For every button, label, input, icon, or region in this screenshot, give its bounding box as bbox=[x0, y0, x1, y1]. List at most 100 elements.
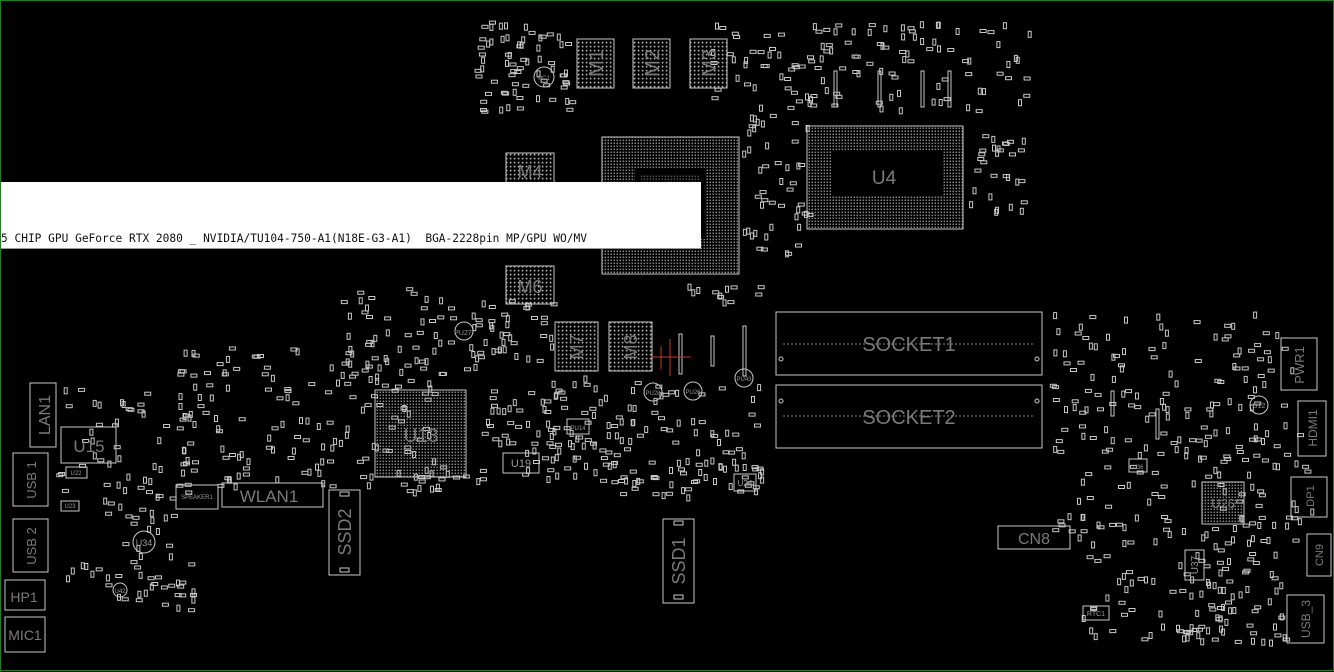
ram-socket-1[interactable]: SOCKET1 bbox=[775, 311, 1043, 376]
svg-text:U12: U12 bbox=[1253, 403, 1266, 410]
lan-connector[interactable]: LAN1 bbox=[29, 382, 57, 448]
chip-u12[interactable]: U12 bbox=[1249, 395, 1269, 415]
smd-pad bbox=[1274, 587, 1279, 595]
chip-u23[interactable]: U23 bbox=[60, 500, 80, 512]
svg-text:MIC1: MIC1 bbox=[8, 627, 42, 643]
smd-pad bbox=[1273, 444, 1281, 449]
chip-pu43[interactable]: PU43 bbox=[734, 368, 754, 388]
memory-chip-m3[interactable]: M3 bbox=[689, 38, 728, 89]
connector-cn8[interactable]: CN8 bbox=[997, 525, 1071, 550]
ssd-slot-2[interactable]: SSD2 bbox=[328, 489, 361, 576]
smd-pad bbox=[178, 403, 183, 410]
smd-pad bbox=[197, 404, 205, 409]
smd-pad bbox=[868, 23, 876, 28]
memory-chip-m8[interactable]: M8 bbox=[608, 321, 653, 372]
smd-pad bbox=[320, 458, 325, 466]
passive-components bbox=[56, 20, 1315, 647]
smd-pad bbox=[791, 63, 799, 68]
chip-u36[interactable]: U36 bbox=[1128, 458, 1148, 473]
hdmi-port[interactable]: HDMI1 bbox=[1297, 400, 1327, 457]
chip-u34[interactable]: U34 bbox=[132, 530, 156, 554]
smd-pad bbox=[475, 74, 483, 79]
usb-port-3[interactable]: USB_3 bbox=[1286, 594, 1325, 644]
smd-pad bbox=[315, 463, 319, 471]
smd-pad bbox=[1057, 449, 1065, 454]
svg-text:U19: U19 bbox=[511, 458, 531, 470]
smd-pad bbox=[1148, 347, 1156, 352]
smd-pad bbox=[941, 77, 949, 82]
smd-pad bbox=[1273, 551, 1278, 559]
mic-jack[interactable]: MIC1 bbox=[4, 616, 46, 653]
power-connector[interactable]: PWR1 bbox=[1280, 337, 1318, 391]
smd-pad bbox=[1110, 437, 1115, 445]
chip-u24[interactable]: U24 bbox=[733, 473, 757, 492]
displayport[interactable]: DP1 bbox=[1290, 476, 1328, 518]
svg-text:SSD2: SSD2 bbox=[335, 508, 355, 555]
smd-pad bbox=[375, 373, 380, 381]
smd-pad bbox=[719, 26, 727, 30]
memory-chip-m6[interactable]: M6 bbox=[505, 265, 555, 305]
svg-text:PC1: PC1 bbox=[538, 76, 550, 82]
smd-pad bbox=[185, 490, 193, 495]
smd-pad bbox=[429, 319, 436, 323]
memory-chip-m1[interactable]: M1 bbox=[576, 38, 615, 89]
smd-pad bbox=[742, 150, 747, 158]
chip-pu26[interactable]: PU26 bbox=[683, 381, 703, 401]
smd-pad bbox=[546, 420, 551, 428]
smd-pad bbox=[1113, 353, 1120, 358]
smd-pad bbox=[867, 28, 872, 36]
smd-pad bbox=[1162, 403, 1167, 411]
pch-u13[interactable]: U13 bbox=[374, 389, 467, 478]
smd-pad bbox=[1008, 203, 1013, 211]
smd-pad bbox=[1278, 615, 1286, 620]
smd-pad bbox=[778, 203, 785, 208]
headphone-jack[interactable]: HP1 bbox=[4, 579, 46, 611]
rtc-battery[interactable]: RTC1 bbox=[1082, 605, 1110, 621]
speaker-connector[interactable]: SPEAKER1 bbox=[175, 484, 219, 510]
smd-pad bbox=[1198, 558, 1206, 563]
chip-pu27[interactable]: PU27 bbox=[454, 321, 474, 341]
smd-pad bbox=[130, 560, 138, 565]
memory-chip-m2[interactable]: M2 bbox=[632, 38, 671, 89]
smd-pad bbox=[1243, 375, 1248, 383]
chip-pu14[interactable]: PU14 bbox=[566, 418, 590, 435]
smd-pad bbox=[514, 70, 522, 74]
chip-pc1[interactable]: PC1 bbox=[533, 66, 555, 88]
smd-pad bbox=[888, 71, 896, 76]
usb-port-1[interactable]: USB 1 bbox=[12, 452, 49, 507]
chip-u26[interactable]: U26 bbox=[1201, 481, 1245, 525]
ssd-slot-1[interactable]: SSD1 bbox=[662, 518, 695, 604]
chip-u22[interactable]: U22 bbox=[65, 466, 88, 479]
smd-pad bbox=[542, 456, 550, 461]
smd-pad bbox=[435, 483, 440, 491]
ram-socket-2[interactable]: SOCKET2 bbox=[775, 384, 1043, 449]
smd-pad bbox=[1134, 514, 1139, 522]
cpu-u4[interactable]: U4 bbox=[806, 125, 964, 230]
chip-pu28[interactable]: PU28 bbox=[643, 382, 663, 402]
smd-pad bbox=[555, 472, 560, 480]
smd-pad bbox=[1006, 139, 1014, 144]
smd-pad bbox=[126, 473, 131, 481]
smd-pad bbox=[420, 318, 425, 326]
smd-pad bbox=[593, 385, 598, 393]
smd-pad bbox=[179, 417, 187, 422]
smd-pad bbox=[696, 287, 701, 294]
smd-pad bbox=[734, 464, 739, 472]
wlan-slot[interactable]: WLAN1 bbox=[221, 482, 324, 508]
chip-u42[interactable]: U42 bbox=[112, 582, 128, 598]
smd-pad bbox=[475, 318, 483, 323]
svg-text:DP1: DP1 bbox=[1305, 485, 1317, 506]
smd-pad bbox=[361, 368, 369, 373]
smd-pad bbox=[995, 206, 999, 214]
smd-pad bbox=[501, 338, 506, 346]
smd-pad bbox=[1084, 406, 1089, 414]
chip-u19[interactable]: U19 bbox=[502, 452, 540, 474]
connector-cn9[interactable]: CN9 bbox=[1306, 533, 1332, 577]
memory-chip-m7[interactable]: M7 bbox=[554, 321, 599, 372]
usb-port-2[interactable]: USB 2 bbox=[12, 518, 49, 573]
smd-pad bbox=[686, 494, 691, 502]
chip-u15[interactable]: U15 bbox=[60, 426, 117, 464]
chip-u37[interactable]: U37 bbox=[1184, 549, 1205, 581]
